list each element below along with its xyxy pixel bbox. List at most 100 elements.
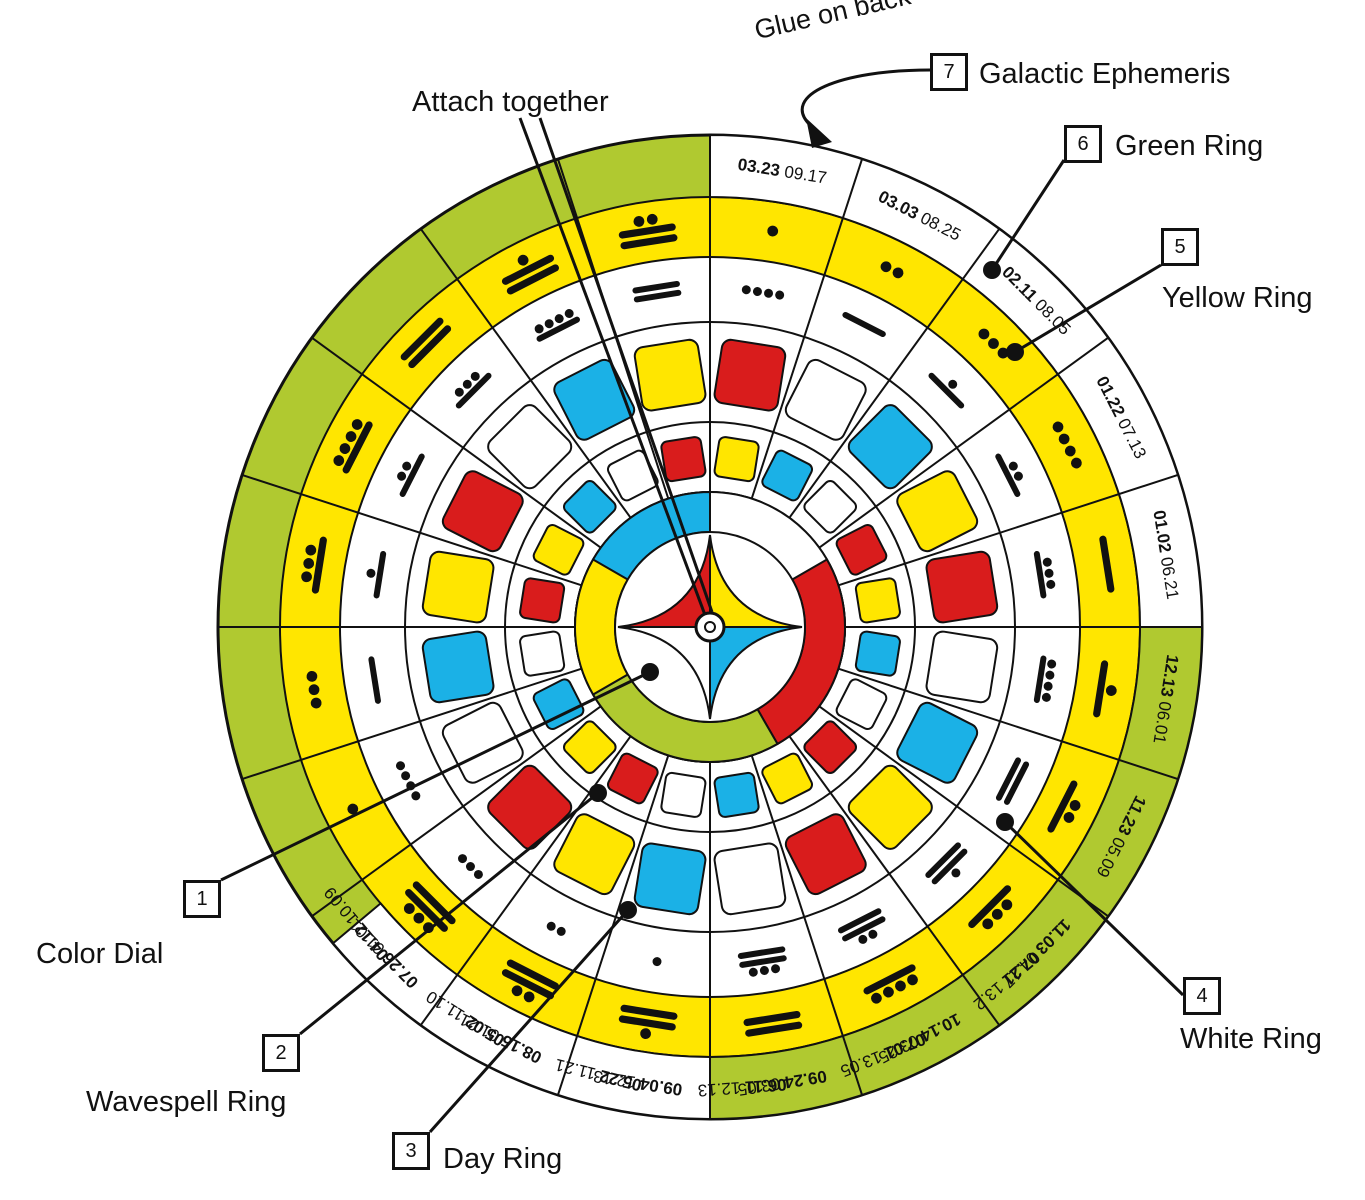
numeral-dot xyxy=(523,991,535,1003)
numeral-dot xyxy=(339,443,351,454)
numeral-dot xyxy=(633,216,645,227)
white-ring-label: White Ring xyxy=(1180,1023,1322,1055)
numeral-bar xyxy=(842,311,886,338)
numeral-dot xyxy=(1052,421,1064,433)
numeral-dot xyxy=(403,903,415,914)
numeral-bar xyxy=(506,959,559,990)
yellow-ring-numeral xyxy=(880,261,904,279)
numeral-bar xyxy=(506,264,559,295)
yellow-ring-numeral xyxy=(306,670,322,709)
numeral-dot xyxy=(1047,659,1057,669)
numeral-bar xyxy=(925,842,962,879)
wavespell-callout-dot xyxy=(589,784,607,802)
numeral-bar xyxy=(928,372,965,409)
numeral-dot xyxy=(310,697,322,709)
inner-glyph-tile xyxy=(803,479,858,534)
numeral-dot xyxy=(895,980,906,992)
numeral-dot xyxy=(652,957,662,967)
numeral-dot xyxy=(473,869,483,879)
numeral-bar xyxy=(739,955,787,968)
numeral-dot xyxy=(1069,800,1081,811)
numeral-bar xyxy=(931,848,968,885)
day-glyph-tile xyxy=(487,404,573,490)
numeral-dot xyxy=(771,964,781,974)
wavespell-callout-line xyxy=(299,791,599,1036)
yellow-ring-numeral xyxy=(1047,780,1081,833)
numeral-dot xyxy=(396,761,406,771)
white-ring-numeral xyxy=(837,908,886,944)
sector-divider xyxy=(311,705,602,917)
day-glyph-tile xyxy=(441,470,524,553)
sector-divider xyxy=(818,337,1109,549)
numeral-dot xyxy=(303,558,315,569)
white-ring-numeral xyxy=(995,453,1023,497)
numeral-dot xyxy=(546,921,556,931)
white-ring-numeral xyxy=(396,761,421,801)
day-ring-label: Day Ring xyxy=(443,1143,563,1175)
numeral-dot xyxy=(858,934,868,944)
inner-glyph-tile xyxy=(606,752,659,805)
numeral-dot xyxy=(556,926,566,936)
white-ring-numeral xyxy=(1033,655,1057,704)
numeral-dot xyxy=(1058,433,1070,445)
numeral-dot xyxy=(305,544,317,556)
numeral-bar xyxy=(618,223,676,239)
color-dial-callout-dot xyxy=(641,663,659,681)
green-ring-label: Green Ring xyxy=(1115,130,1264,162)
inner-glyph-tile xyxy=(562,479,617,534)
numeral-bar xyxy=(455,372,492,409)
numeral-bar xyxy=(863,964,916,995)
numeral-bar xyxy=(837,908,882,934)
date-normal: 12.13 xyxy=(697,1078,741,1100)
color-dial-callout-line xyxy=(220,670,651,882)
day-ring-callout-dot xyxy=(619,901,637,919)
galactic-ephemeris-label: Galactic Ephemeris xyxy=(979,58,1231,90)
day-glyph-tile xyxy=(847,404,933,490)
yellow-ring-numeral xyxy=(333,419,373,474)
yellow-ring-numeral xyxy=(347,803,359,815)
callout-number-2: 2 xyxy=(262,1034,300,1072)
numeral-dot xyxy=(982,918,994,930)
numeral-dot xyxy=(1046,579,1056,589)
day-glyph-tile xyxy=(553,813,636,896)
white-ring-numeral xyxy=(842,311,886,338)
day-glyph-tile xyxy=(925,550,999,624)
numeral-dot xyxy=(345,431,357,442)
yellow-ring-callout-line xyxy=(1014,263,1162,354)
white-ring-numeral xyxy=(397,453,425,497)
numeral-bar xyxy=(1047,780,1078,833)
day-glyph-tile xyxy=(925,630,999,704)
numeral-bar xyxy=(743,1010,801,1027)
numeral-dot xyxy=(413,912,425,924)
numeral-dot xyxy=(397,471,407,481)
numeral-bar xyxy=(412,881,456,925)
numeral-dot xyxy=(554,314,564,324)
inner-glyph-tile xyxy=(835,678,888,731)
numeral-dot xyxy=(511,985,523,997)
sector-divider xyxy=(838,667,1179,780)
numeral-dot xyxy=(411,791,421,801)
inner-glyph-tile xyxy=(854,577,901,624)
numeral-dot xyxy=(308,684,320,696)
numeral-dot xyxy=(978,328,990,340)
day-glyph-tile xyxy=(896,701,979,784)
numeral-dot xyxy=(1001,899,1013,911)
yellow-ring-numeral xyxy=(400,317,452,369)
numeral-bar xyxy=(1099,535,1115,593)
inner-glyph-tile xyxy=(519,577,566,624)
white-ring-numeral xyxy=(652,957,662,967)
numeral-bar xyxy=(1003,761,1030,805)
green-ring-date-inner: 06.11 12.13 xyxy=(697,1074,787,1099)
numeral-dot xyxy=(401,771,411,781)
yellow-ring-numeral xyxy=(301,536,327,594)
yellow-ring-numeral xyxy=(863,964,918,1004)
numeral-dot xyxy=(868,929,878,939)
yellow-ring-numeral xyxy=(743,1010,803,1037)
numeral-dot xyxy=(951,868,961,878)
white-ring-numeral xyxy=(995,757,1030,805)
color-dial-label: Color Dial xyxy=(36,938,164,970)
numeral-bar xyxy=(311,536,327,594)
numeral-bar xyxy=(1033,550,1047,599)
callout-number-5: 5 xyxy=(1161,228,1199,266)
white-ring-numeral xyxy=(534,309,580,342)
